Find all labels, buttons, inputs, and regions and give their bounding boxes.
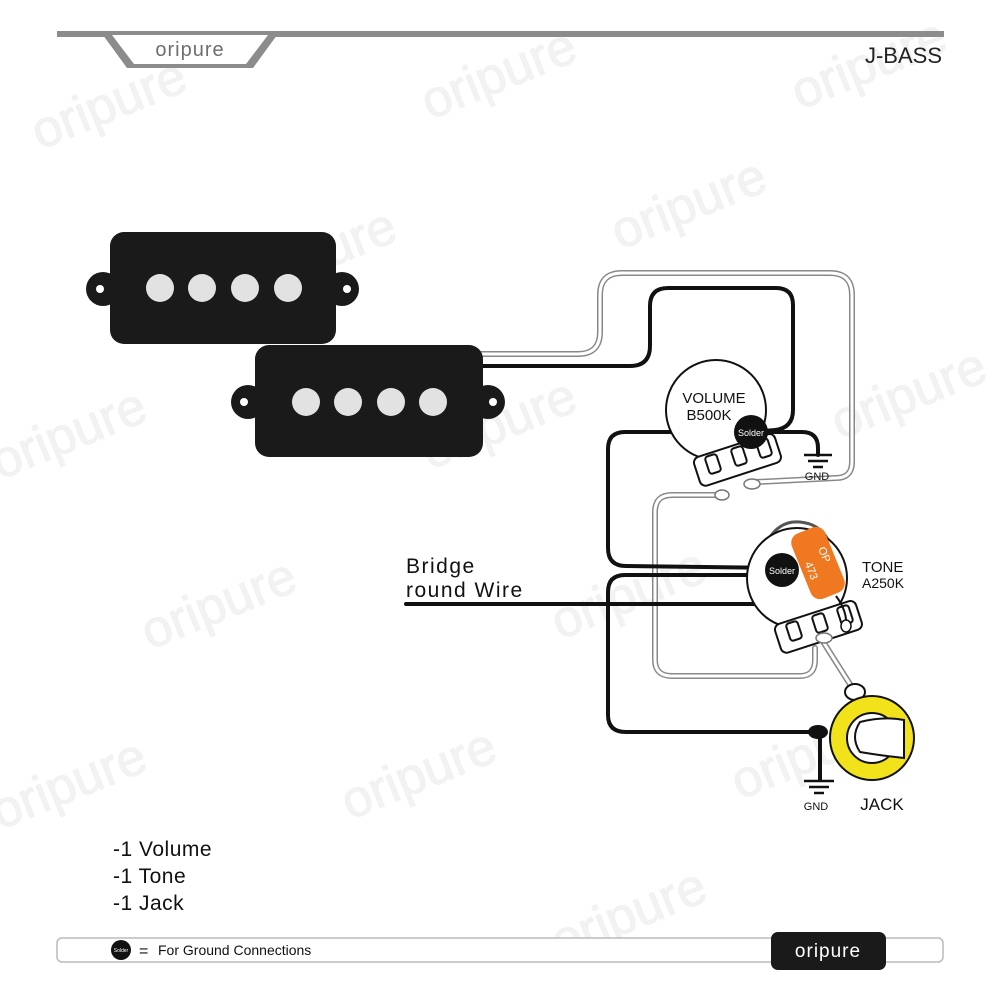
watermark-text: oripure (0, 377, 155, 491)
pot-lug (785, 620, 803, 642)
solder-point-tone (765, 553, 799, 587)
model-title: J-BASS (865, 43, 942, 68)
jack-ground-wire (606, 573, 822, 734)
jack-ground-solder (808, 725, 828, 739)
tone-name-label: TONE (862, 559, 903, 576)
neck-pickup-white-wire-outline (472, 270, 855, 485)
solder-joint (840, 619, 852, 633)
footer-brand-logo: oripure (795, 941, 861, 962)
ground-wire-volume (750, 430, 820, 457)
neck-pickup-white-wire (473, 271, 854, 484)
header: oripure J-BASS (57, 31, 944, 68)
output-jack: JACK (808, 683, 915, 814)
capacitor-label-line1: OP (815, 545, 832, 564)
pole-piece (188, 274, 216, 302)
tone-value-label: A250K (862, 575, 905, 591)
watermark-text: oripure (603, 147, 775, 261)
capacitor (791, 526, 845, 600)
mount-screw-left (96, 285, 104, 293)
pot-lug (811, 612, 829, 634)
brand-tab-inner (112, 35, 268, 64)
pole-piece (377, 388, 405, 416)
pole-pieces (292, 388, 447, 416)
legend-text: For Ground Connections (158, 942, 311, 958)
header-bar (57, 31, 944, 37)
pole-piece (231, 274, 259, 302)
watermark-text: oripure (823, 337, 995, 451)
parts-list: -1 Volume -1 Tone -1 Jack (113, 838, 212, 915)
pot-lug (704, 453, 722, 475)
watermark-text: oripure (543, 537, 715, 651)
parts-list-item: -1 Jack (113, 892, 184, 915)
solder-joint (743, 478, 761, 490)
watermark-text: oripure (0, 727, 155, 841)
pole-pieces (146, 274, 302, 302)
solder-legend-icon-label: Solder (114, 948, 129, 954)
tone-pot: OP 473 Solder TONE A250K (746, 526, 905, 654)
watermark-text: oripure (133, 547, 305, 661)
volume-value-label: B500K (686, 407, 731, 424)
ground-symbol-volume (804, 453, 832, 469)
ground-symbol-jack (804, 779, 834, 795)
mount-screw-right (489, 398, 497, 406)
solder-point-tone-label: Solder (769, 566, 795, 576)
footer-brand-badge (771, 932, 886, 970)
solder-joint (714, 489, 730, 501)
mount-screw-left (240, 398, 248, 406)
legend-equals: = (139, 943, 148, 960)
header-brand-logo: oripure (155, 39, 224, 61)
pole-piece (292, 388, 320, 416)
pickup-body (255, 345, 483, 457)
pickup-body (110, 232, 336, 344)
solder-point-volume (734, 415, 768, 449)
footer: Solder = For Ground Connections oripure (56, 932, 944, 970)
solder-legend-icon (111, 940, 131, 960)
volume-to-tone-white-wire (653, 493, 817, 678)
bridge-pickup-black-wire (480, 286, 795, 434)
parts-list-item: -1 Tone (113, 865, 186, 888)
pot-lug (730, 445, 748, 467)
solder-joint (815, 632, 833, 644)
pole-piece (334, 388, 362, 416)
bridge-wire-label-line1: Bridge (406, 555, 476, 578)
bridge-wire-label-line2: round Wire (406, 579, 524, 602)
watermark-layer: oripure oripure oripure oripure oripure … (0, 6, 995, 971)
mount-screw-right (343, 285, 351, 293)
watermark-text: oripure (333, 717, 505, 831)
parts-list-item: -1 Volume (113, 838, 212, 861)
solder-point-volume-label: Solder (738, 428, 764, 438)
jack-tip-spring (854, 717, 905, 760)
pole-piece (146, 274, 174, 302)
neck-pickup (86, 232, 359, 344)
gnd-label-jack: GND (804, 801, 829, 813)
footer-frame (56, 937, 944, 963)
pole-piece (274, 274, 302, 302)
pole-piece (419, 388, 447, 416)
bridge-pickup (231, 345, 505, 457)
dark-wires (404, 286, 830, 782)
jack-label: JACK (860, 795, 904, 814)
volume-pot: VOLUME B500K Solder (665, 359, 782, 501)
volume-name-label: VOLUME (682, 390, 745, 407)
volume-to-tone-ground-wire (606, 430, 782, 570)
gnd-label-volume: GND (805, 471, 830, 483)
